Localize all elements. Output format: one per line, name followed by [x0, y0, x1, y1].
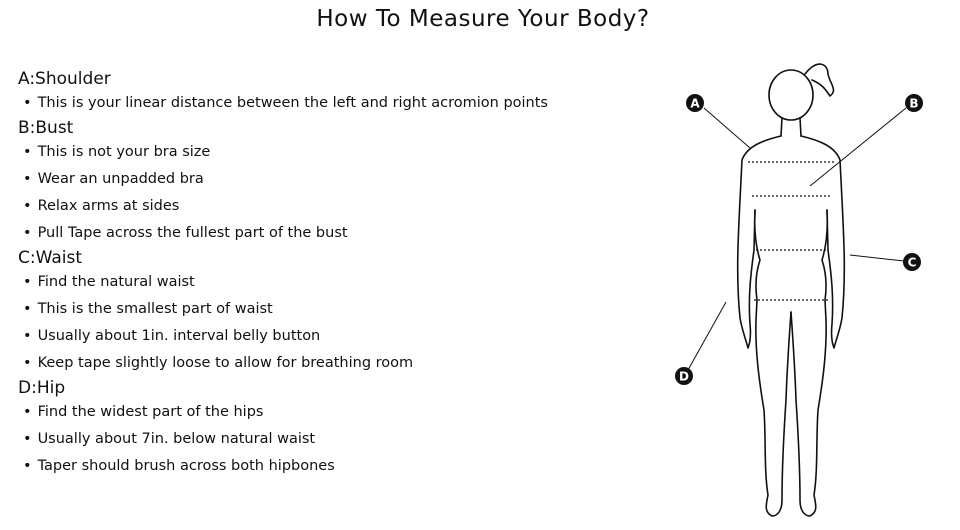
leader-line-d — [687, 301, 727, 371]
section-heading: B:Bust — [18, 118, 74, 138]
section-shoulder: A:Shoulder This is your linear distance … — [18, 68, 658, 117]
section-heading: D:Hip — [18, 378, 66, 398]
bullet-item: Find the natural waist — [18, 269, 658, 296]
leader-line-c — [849, 254, 905, 262]
marker-b-label: B — [909, 97, 918, 111]
page-title: How To Measure Your Body? — [316, 6, 650, 32]
section-waist: C:Waist Find the natural waist This is t… — [18, 247, 658, 377]
section-heading: A:Shoulder — [18, 69, 111, 89]
bullet-item: This is the smallest part of waist — [18, 296, 658, 323]
body-diagram: A B C D — [675, 63, 923, 517]
measurement-guide: A:Shoulder This is your linear distance … — [18, 68, 658, 480]
section-hip: D:Hip Find the widest part of the hips U… — [18, 377, 658, 480]
bullet-item: This is your linear distance between the… — [18, 90, 658, 117]
marker-c-label: C — [908, 256, 917, 270]
body-outline — [736, 63, 846, 517]
marker-d: D — [675, 367, 693, 385]
bullet-item: Pull Tape across the fullest part of the… — [18, 220, 658, 247]
right-arm-outline — [800, 135, 846, 349]
marker-c: C — [903, 253, 921, 271]
bullet-item: Usually about 7in. below natural waist — [18, 426, 658, 453]
left-torso-outline — [753, 209, 761, 321]
section-heading: C:Waist — [18, 248, 82, 268]
bullet-item: This is not your bra size — [18, 139, 658, 166]
bullet-item: Taper should brush across both hipbones — [18, 453, 658, 480]
marker-d-label: D — [679, 370, 689, 384]
leader-line-b — [809, 107, 907, 187]
bullet-item: Find the widest part of the hips — [18, 399, 658, 426]
bullet-item: Wear an unpadded bra — [18, 166, 658, 193]
neck-outline — [780, 117, 802, 137]
left-leg-outline — [755, 311, 792, 517]
right-leg-outline — [790, 311, 827, 517]
bullet-item: Usually about 1in. interval belly button — [18, 323, 658, 350]
right-torso-outline — [821, 209, 829, 321]
ponytail-outline — [804, 63, 835, 97]
bullet-item: Relax arms at sides — [18, 193, 658, 220]
marker-a-label: A — [690, 97, 700, 111]
marker-b: B — [905, 94, 923, 112]
head-outline — [768, 69, 814, 121]
measurement-lines — [748, 161, 836, 301]
bullet-item: Keep tape slightly loose to allow for br… — [18, 350, 658, 377]
left-arm-outline — [736, 135, 782, 349]
leader-line-a — [703, 107, 751, 149]
section-bust: B:Bust This is not your bra size Wear an… — [18, 117, 658, 247]
leader-lines — [687, 107, 907, 371]
marker-a: A — [686, 94, 704, 112]
